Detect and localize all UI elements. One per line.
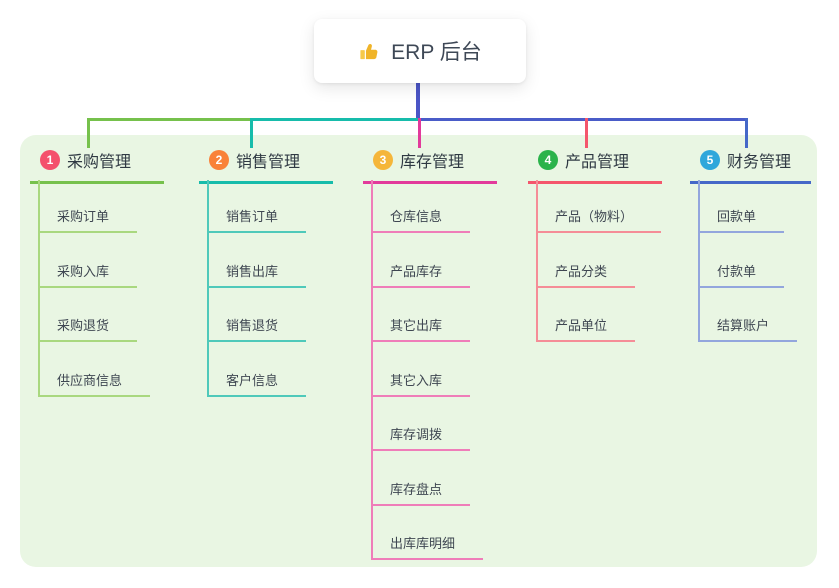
child-connector-line — [698, 180, 700, 341]
branch-node-label: 产品管理 — [565, 154, 630, 171]
child-node[interactable]: 回款单 — [698, 206, 785, 233]
branch-node-label: 销售管理 — [236, 154, 301, 171]
connector-drop-line — [418, 118, 421, 148]
child-node[interactable]: 库存调拨 — [371, 424, 471, 451]
child-node[interactable]: 产品（物料） — [536, 206, 662, 233]
connector-bus-segment-1 — [87, 118, 250, 121]
connector-drop-line — [87, 118, 90, 148]
branch-node-1[interactable]: 1 采购管理 — [30, 148, 165, 184]
child-node[interactable]: 客户信息 — [207, 370, 307, 397]
branch-number-badge: 4 — [538, 150, 558, 170]
child-node[interactable]: 其它入库 — [371, 370, 471, 397]
connector-bus-segment-3 — [418, 118, 748, 121]
child-node[interactable]: 产品单位 — [536, 315, 636, 342]
branch-node-5[interactable]: 5 财务管理 — [690, 148, 812, 184]
connector-bus-segment-2 — [250, 118, 418, 121]
branch-node-4[interactable]: 4 产品管理 — [528, 148, 663, 184]
connector-drop-line — [745, 118, 748, 148]
connector-drop-line — [250, 118, 253, 148]
child-node[interactable]: 产品库存 — [371, 261, 471, 288]
branch-node-label: 库存管理 — [400, 154, 465, 171]
child-node[interactable]: 库存盘点 — [371, 479, 471, 506]
branch-number-badge: 5 — [700, 150, 720, 170]
child-node[interactable]: 付款单 — [698, 261, 785, 288]
child-node[interactable]: 仓库信息 — [371, 206, 471, 233]
child-node[interactable]: 结算账户 — [698, 315, 798, 342]
child-connector-line — [38, 180, 40, 396]
branch-number-badge: 3 — [373, 150, 393, 170]
branch-node-3[interactable]: 3 库存管理 — [363, 148, 498, 184]
root-node-label: ERP 后台 — [391, 41, 482, 64]
connector-drop-line — [585, 118, 588, 148]
child-node[interactable]: 出库库明细 — [371, 533, 484, 560]
child-node[interactable]: 其它出库 — [371, 315, 471, 342]
child-node[interactable]: 采购退货 — [38, 315, 138, 342]
child-node[interactable]: 销售退货 — [207, 315, 307, 342]
child-node[interactable]: 产品分类 — [536, 261, 636, 288]
branch-node-label: 财务管理 — [727, 154, 792, 171]
child-node[interactable]: 采购订单 — [38, 206, 138, 233]
root-trunk-line — [416, 83, 420, 119]
branch-node-label: 采购管理 — [67, 154, 132, 171]
thumbs-up-icon — [358, 40, 381, 63]
child-connector-line — [371, 180, 373, 559]
child-node[interactable]: 销售订单 — [207, 206, 307, 233]
child-connector-line — [536, 180, 538, 341]
child-connector-line — [207, 180, 209, 396]
child-node[interactable]: 采购入库 — [38, 261, 138, 288]
child-node[interactable]: 销售出库 — [207, 261, 307, 288]
root-node[interactable]: ERP 后台 — [314, 19, 526, 83]
child-node[interactable]: 供应商信息 — [38, 370, 151, 397]
branch-number-badge: 1 — [40, 150, 60, 170]
branch-node-2[interactable]: 2 销售管理 — [199, 148, 334, 184]
branches-panel — [20, 135, 817, 567]
branch-number-badge: 2 — [209, 150, 229, 170]
